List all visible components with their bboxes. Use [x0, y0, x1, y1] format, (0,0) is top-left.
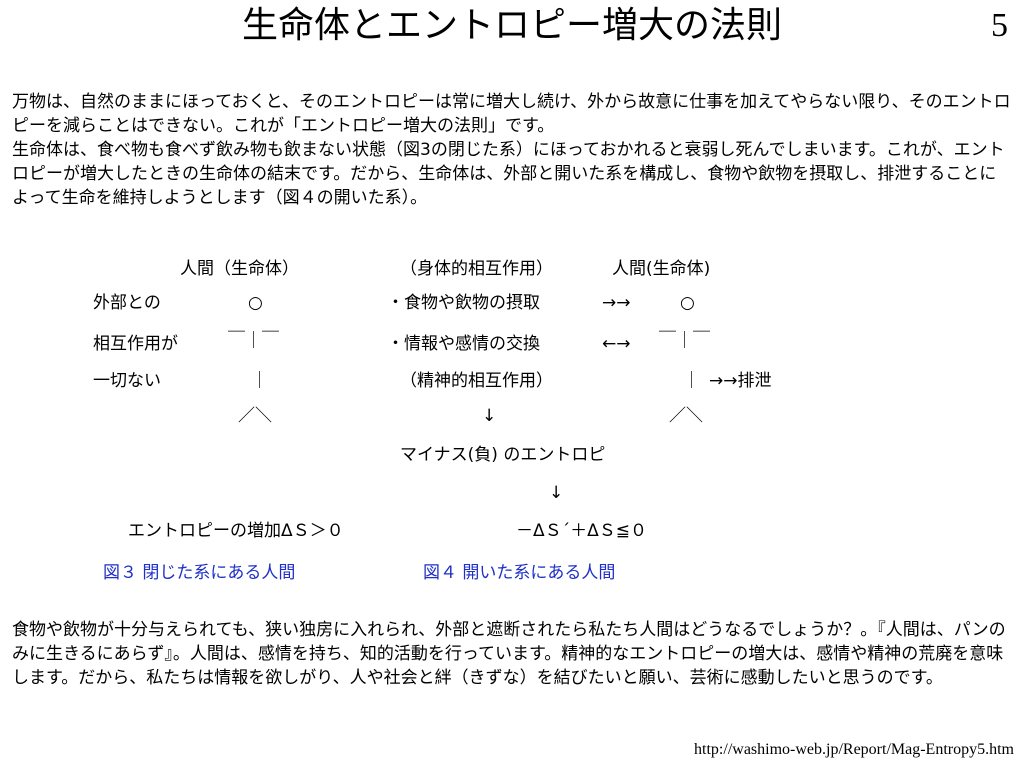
closed-human-arms: ￣｜￣	[228, 331, 279, 351]
figure-3-caption: 図３ 閉じた系にある人間	[103, 563, 296, 583]
closed-human-head: ○	[248, 293, 263, 313]
open-system-formula: －ΔＳ´＋ΔＳ≦０	[516, 521, 648, 541]
closed-human-legs: ／＼	[238, 406, 272, 426]
conclusion-section: 食物や飲物が十分与えられても、狭い独房に入れられ、外部と遮断されたら私たち人間は…	[12, 618, 1012, 690]
footer-url: http://washimo-web.jp/Report/Mag-Entropy…	[694, 741, 1014, 758]
open-human-head: ○	[680, 293, 695, 313]
down-arrow-1: ↓	[482, 406, 497, 426]
intro-paragraph-2: 生命体は、食べ物も食べず飲み物も飲まない状態（図3の閉じた系）にほっておかれると…	[12, 140, 1005, 208]
diagram-header-physical-interaction: （身体的相互作用）	[400, 259, 553, 279]
open-human-body: ｜	[683, 371, 700, 391]
negative-entropy-label: マイナス(負) のエントロピ	[400, 445, 606, 465]
diagram-header-closed-human: 人間（生命体）	[180, 259, 299, 279]
closed-system-formula: エントロピーの増加ΔＳ＞０	[128, 521, 344, 541]
interaction-mental-label: （精神的相互作用）	[400, 371, 553, 391]
page-number: 5	[991, 7, 1008, 44]
arrow-excretion: →→排泄	[709, 371, 772, 391]
closed-system-label-line-2: 相互作用が	[93, 334, 178, 354]
intro-paragraph-1: 万物は、自然のままにほっておくと、そのエントロピーは常に増大し続け、外から故意に…	[12, 92, 1011, 136]
intro-section: 万物は、自然のままにほっておくと、そのエントロピーは常に増大し続け、外から故意に…	[12, 90, 1012, 210]
interaction-information-exchange: ・情報や感情の交換	[387, 334, 540, 354]
closed-system-label-line-1: 外部との	[93, 293, 161, 313]
open-human-arms: ￣｜￣	[659, 331, 710, 351]
figure-4-caption: 図４ 開いた系にある人間	[423, 563, 616, 583]
conclusion-paragraph: 食物や飲物が十分与えられても、狭い独房に入れられ、外部と遮断されたら私たち人間は…	[12, 620, 1006, 688]
interaction-food-intake: ・食物や飲物の摂取	[387, 293, 540, 313]
closed-system-label-line-3: 一切ない	[93, 371, 161, 391]
slide-title: 生命体とエントロピー増大の法則	[241, 5, 782, 46]
diagram-header-open-human: 人間(生命体)	[612, 259, 711, 279]
arrow-exchange: ←→	[602, 334, 631, 354]
closed-human-body: ｜	[251, 371, 268, 391]
open-human-legs: ／＼	[669, 406, 703, 426]
down-arrow-2: ↓	[549, 483, 564, 503]
arrow-intake: →→	[602, 293, 631, 313]
